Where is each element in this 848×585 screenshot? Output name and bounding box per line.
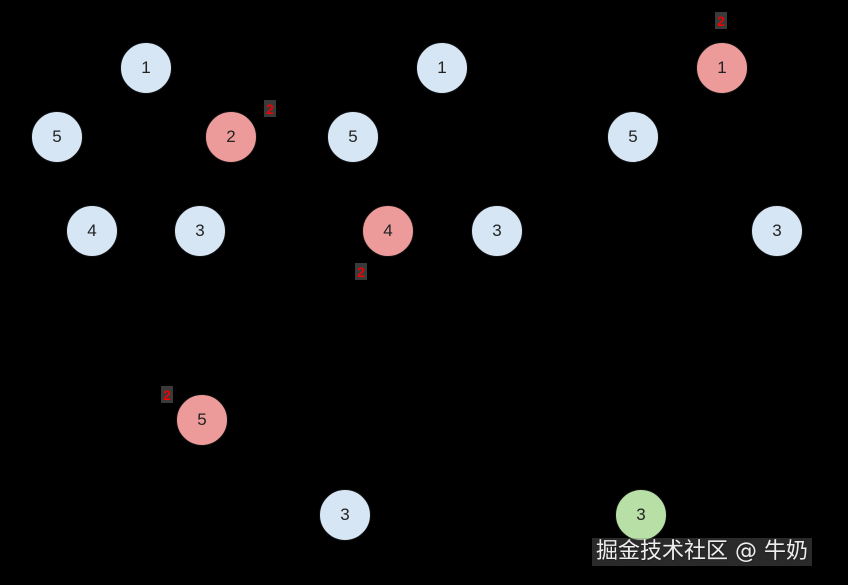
node-1-blue: 1 (120, 42, 172, 94)
step-badge: 2 (715, 12, 727, 29)
node-3-blue: 3 (174, 205, 226, 257)
node-3-green: 3 (615, 489, 667, 541)
node-1-blue: 1 (416, 42, 468, 94)
node-1-red: 1 (696, 42, 748, 94)
step-badge: 2 (355, 263, 367, 280)
node-5-blue: 5 (31, 111, 83, 163)
node-2-red: 2 (205, 111, 257, 163)
node-3-blue: 3 (751, 205, 803, 257)
node-5-blue: 5 (607, 111, 659, 163)
node-4-blue: 4 (66, 205, 118, 257)
watermark: 掘金技术社区 @ 牛奶 (592, 538, 812, 566)
step-badge: 2 (161, 386, 173, 403)
node-3-blue: 3 (471, 205, 523, 257)
node-3-blue: 3 (319, 489, 371, 541)
node-5-red: 5 (176, 394, 228, 446)
node-5-blue: 5 (327, 111, 379, 163)
node-4-red: 4 (362, 205, 414, 257)
step-badge: 2 (264, 100, 276, 117)
